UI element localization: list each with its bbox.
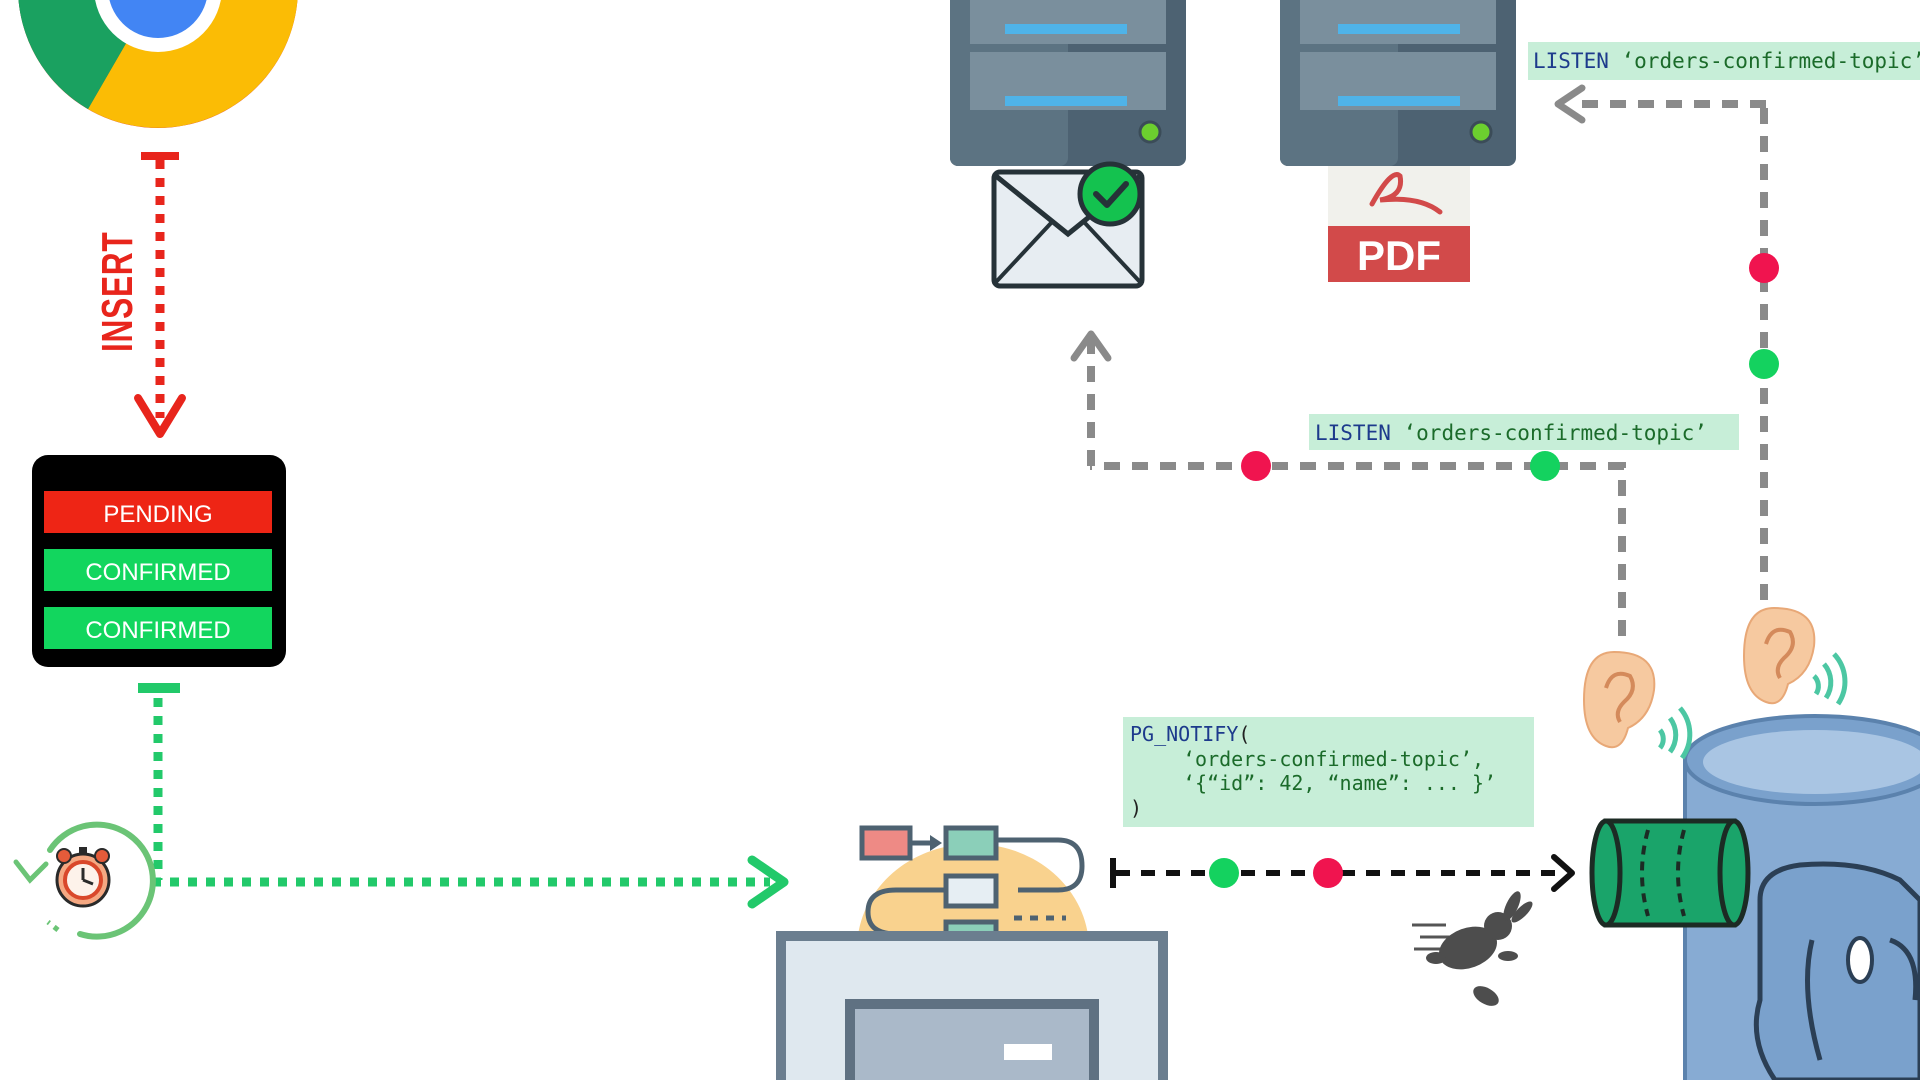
ear-listening-icon <box>1582 650 1693 760</box>
red-dot <box>1313 858 1343 888</box>
pg-notify-code-box: PG_NOTIFY( ‘orders-confirmed-topic’, ‘{“… <box>1123 717 1534 827</box>
svg-text:LISTEN ‘orders-confirmed: LISTEN ‘orders-confirmed-topic’ <box>1533 49 1920 73</box>
red-dot <box>1749 253 1779 283</box>
pg-notify-open-paren: ( <box>1238 722 1250 746</box>
listen-keyword: LISTEN <box>1315 421 1391 445</box>
running-rabbit-icon <box>1412 891 1533 1006</box>
order-status-row <box>44 549 272 591</box>
pg-notify-payload-arg: ‘{“id”: 42, “name”: ... }’ <box>1183 771 1496 795</box>
pdf-document-icon: PDF <box>1328 166 1470 282</box>
svg-text:LISTEN ‘orders-confirmed: LISTEN ‘orders-confirmed-topic’ <box>1315 421 1707 445</box>
green-dot <box>1749 349 1779 379</box>
order-status-row <box>44 607 272 649</box>
polling-flow-arrow <box>138 683 789 909</box>
svg-text:PG_NOTIFY(: PG_NOTIFY( <box>1130 722 1250 746</box>
order-status-label: CONFIRMED <box>85 559 230 586</box>
alarm-clock-icon <box>13 821 156 940</box>
pdf-label: PDF <box>1357 232 1441 279</box>
pg-notify-function: PG_NOTIFY <box>1130 722 1238 746</box>
listen-middle-label: LISTEN ‘orders-confirmed-topic’ <box>1309 414 1739 450</box>
listen-keyword: LISTEN <box>1533 49 1609 73</box>
listen-top-label: LISTEN ‘orders-confirmed-topic’ <box>1528 42 1920 80</box>
green-dot <box>1209 858 1239 888</box>
workflow-icon <box>776 825 1168 1080</box>
ear-listening-icon <box>1742 606 1848 706</box>
pdf-listen-arrow <box>1554 84 1779 600</box>
order-status-label: PENDING <box>103 501 212 528</box>
order-status-label: CONFIRMED <box>85 617 230 644</box>
notify-arrow <box>1110 854 1575 892</box>
chrome-logo-icon <box>18 0 298 128</box>
order-status-row <box>44 491 272 533</box>
pg-notify-close-paren: ) <box>1130 796 1142 820</box>
pdf-server-icon <box>1280 0 1516 166</box>
listen-topic: ‘orders-confirmed-topic’ <box>1404 421 1707 445</box>
green-channel-pipe-icon <box>1589 818 1751 928</box>
insert-arrow <box>134 152 186 438</box>
email-server-icon <box>950 0 1186 166</box>
listen-topic: ‘orders-confirmed-topic’ <box>1622 49 1920 73</box>
orders-table: PENDING CONFIRMED CONFIRMED <box>32 455 286 667</box>
insert-label: INSERT <box>93 232 142 352</box>
pg-notify-topic-arg: ‘orders-confirmed-topic’, <box>1183 747 1484 771</box>
red-dot <box>1241 451 1271 481</box>
email-check-icon <box>991 161 1145 289</box>
email-listen-arrow <box>1070 330 1626 636</box>
green-dot <box>1530 451 1560 481</box>
